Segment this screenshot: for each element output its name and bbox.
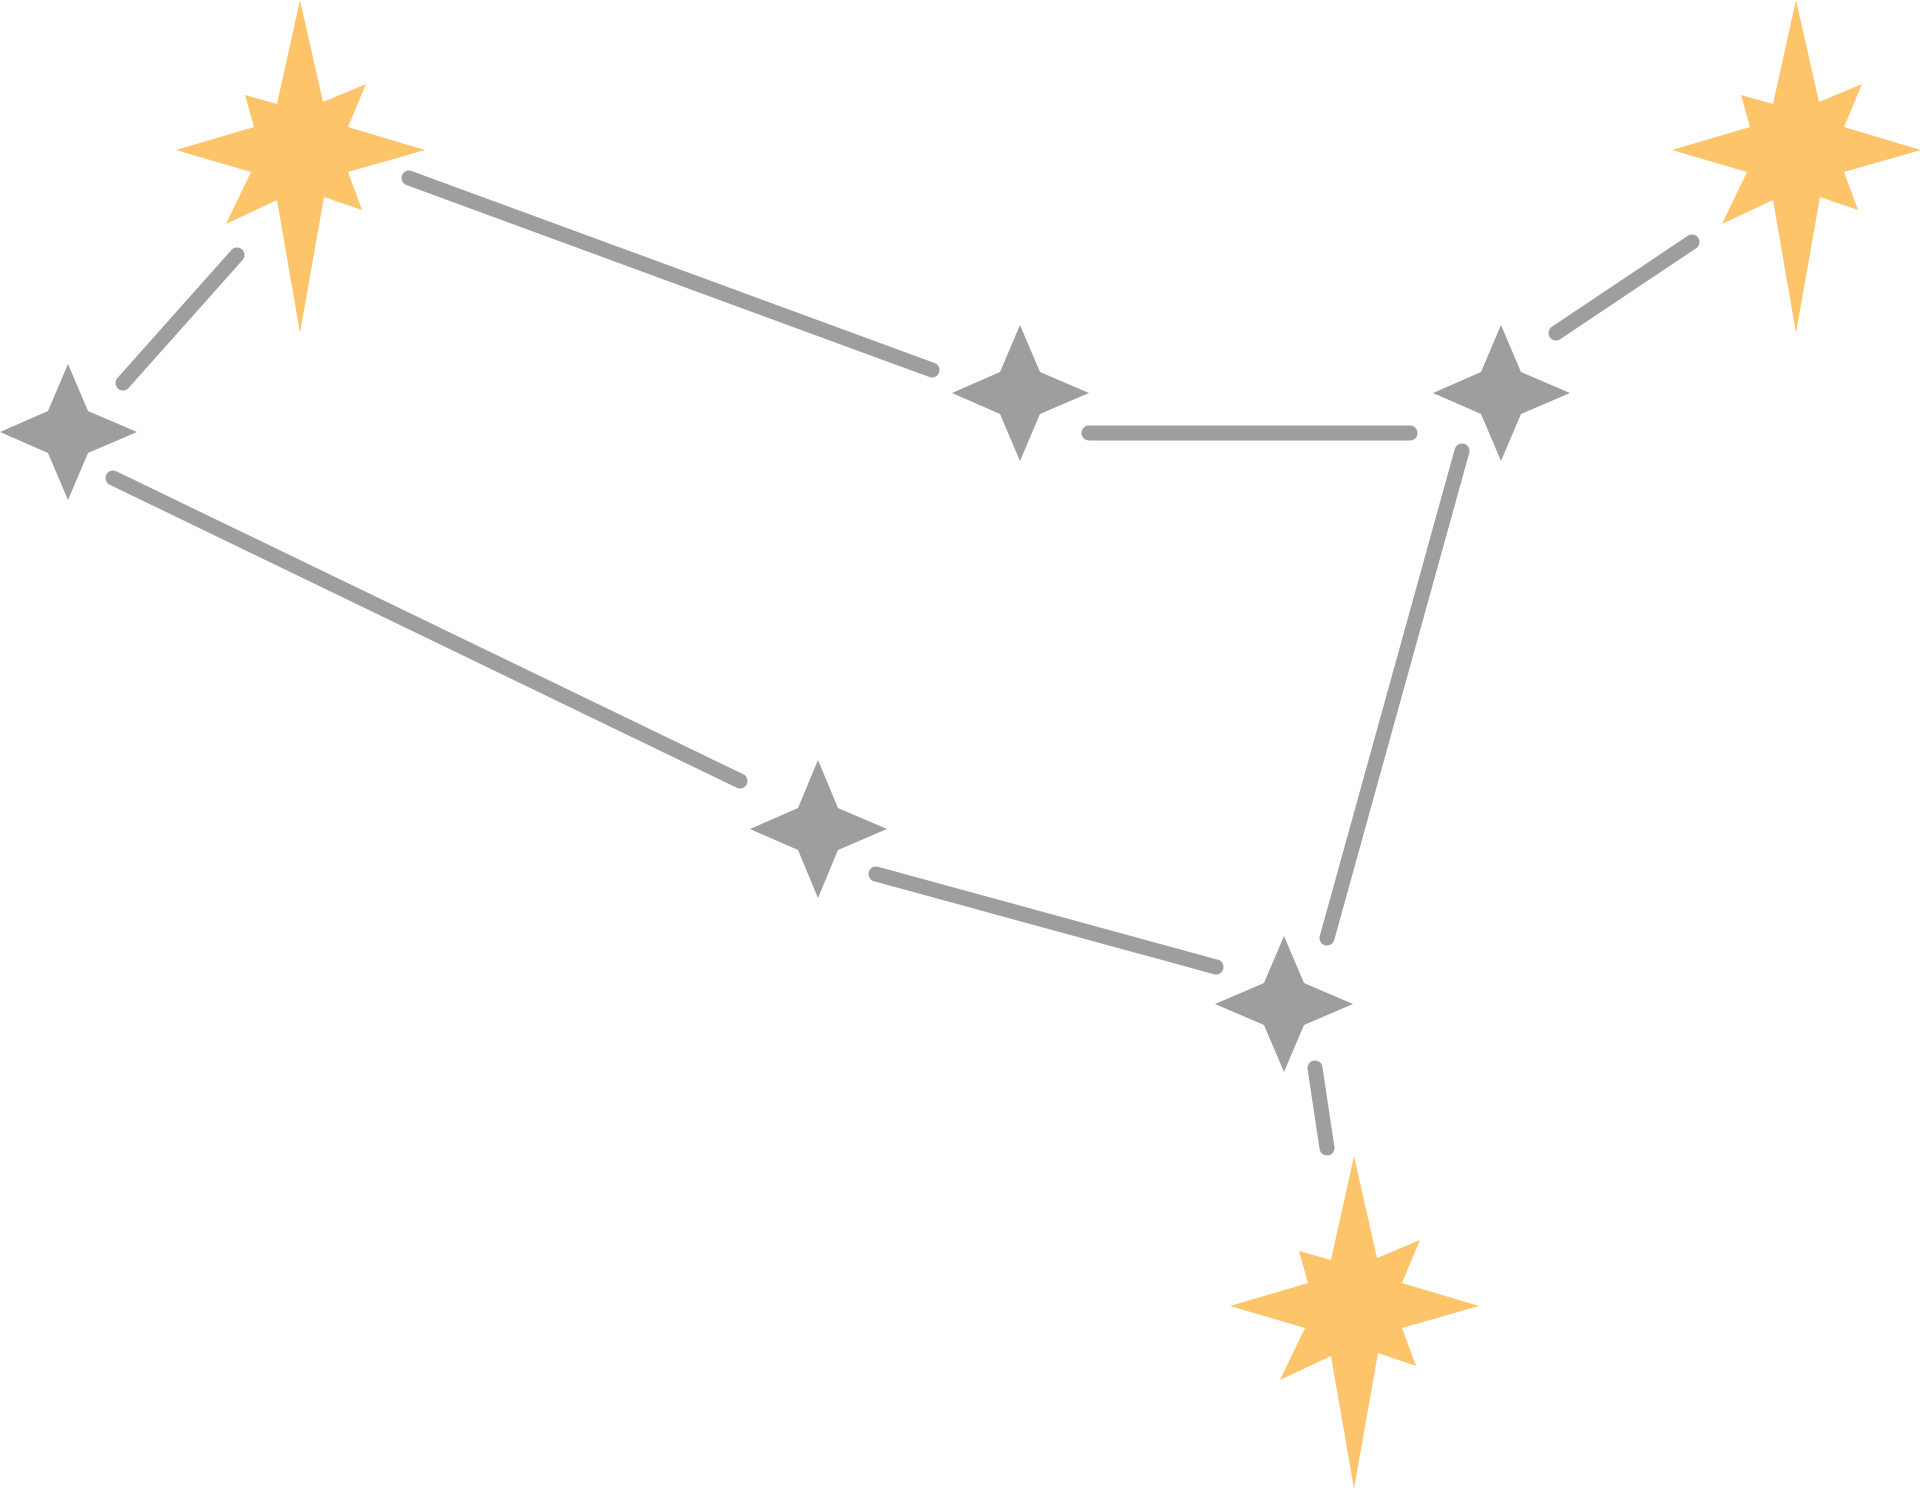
- line-left-star-to-top-left-star: [115, 247, 245, 391]
- connection-lines: [105, 170, 1700, 1156]
- four-point-star-icon: [750, 760, 887, 898]
- large-stars: [176, 0, 1920, 1489]
- line-middle-star-to-lower-right-star: [868, 866, 1224, 975]
- line-left-star-to-middle-star: [105, 470, 748, 789]
- line-lower-right-star-to-bottom-star: [1307, 1060, 1335, 1156]
- four-point-star-icon: [1215, 936, 1353, 1072]
- four-point-star-icon: [952, 325, 1089, 461]
- eight-point-sparkle-star-icon: [176, 0, 425, 333]
- line-top-left-star-to-center-star: [401, 170, 940, 378]
- four-point-star-icon: [1433, 325, 1570, 461]
- eight-point-sparkle-star-icon: [1230, 1156, 1479, 1489]
- line-right-star-to-lower-right-star: [1319, 443, 1470, 946]
- eight-point-sparkle-star-icon: [1672, 0, 1920, 333]
- four-point-star-icon: [0, 364, 137, 500]
- line-right-star-to-top-right-star: [1548, 234, 1700, 341]
- small-stars: [0, 325, 1570, 1072]
